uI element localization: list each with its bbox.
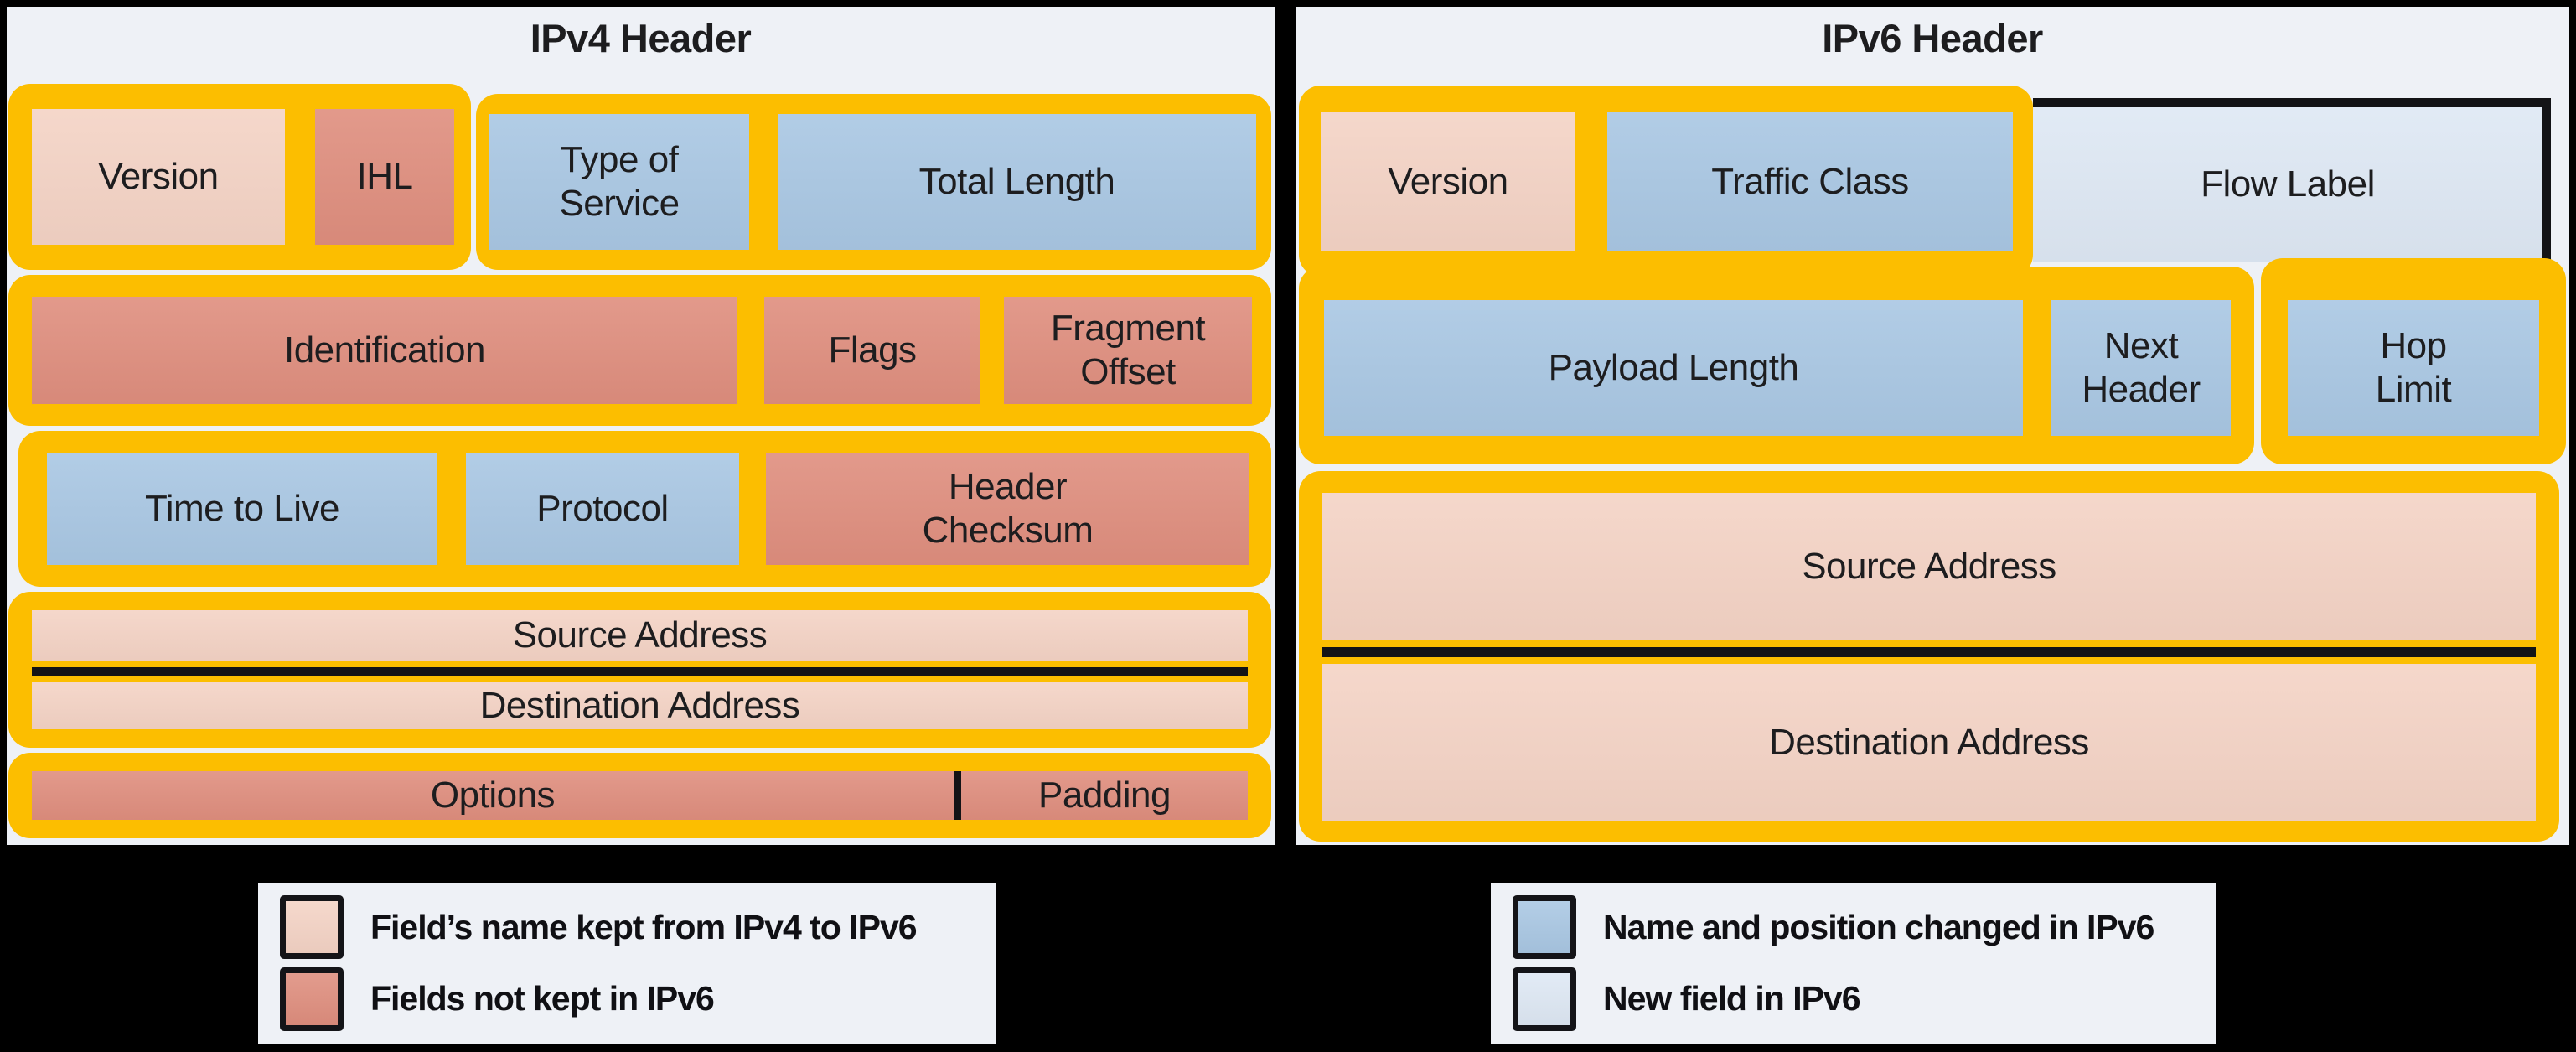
ipv4-group-identification: Identification Flags Fragment Offset bbox=[8, 275, 1271, 426]
ipv4-address-divider bbox=[32, 667, 1248, 676]
ipv4-group-ttl-protocol-checksum: Time to Live Protocol Header Checksum bbox=[18, 431, 1271, 587]
ipv4-field-type-of-service: Type of Service bbox=[489, 114, 749, 250]
ipv4-field-destination-address: Destination Address bbox=[32, 682, 1248, 729]
ipv4-panel: IPv4 Header Version IHL Type of Service … bbox=[7, 7, 1275, 845]
legend-row-kept: Field’s name kept from IPv4 to IPv6 bbox=[280, 895, 974, 960]
ipv6-group-hoplimit: Hop Limit bbox=[2261, 258, 2566, 464]
ipv4-options-padding-row: Options Padding bbox=[32, 771, 1248, 820]
ipv4-field-total-length: Total Length bbox=[778, 114, 1256, 250]
ipv6-title: IPv6 Header bbox=[1822, 16, 2043, 60]
ipv4-field-options: Options bbox=[430, 775, 556, 816]
ipv4-title: IPv4 Header bbox=[530, 16, 752, 60]
ipv4-field-source-address: Source Address bbox=[32, 610, 1248, 661]
legend-swatch-new bbox=[1513, 966, 1576, 1031]
ipv4-options-padding-divider bbox=[954, 771, 961, 820]
legend-row-new: New field in IPv6 bbox=[1513, 966, 2195, 1031]
legend-row-not-kept: Fields not kept in IPv6 bbox=[280, 966, 974, 1031]
ipv6-address-divider bbox=[1322, 647, 2536, 657]
ipv6-group-version-trafficclass: Version Traffic Class bbox=[1299, 86, 2033, 277]
ipv4-field-version: Version bbox=[32, 109, 285, 245]
legend-ipv6: Name and position changed in IPv6 New fi… bbox=[1491, 883, 2216, 1044]
ipv4-field-padding: Padding bbox=[1038, 775, 1171, 816]
legend-label-changed: Name and position changed in IPv6 bbox=[1603, 907, 2154, 946]
ipv4-group-addresses: Source Address Destination Address bbox=[8, 592, 1271, 748]
ipv6-field-hop-limit: Hop Limit bbox=[2288, 300, 2539, 436]
legend-swatch-changed bbox=[1513, 895, 1576, 960]
ipv4-field-ihl: IHL bbox=[315, 109, 454, 245]
ipv4-field-flags: Flags bbox=[764, 297, 980, 404]
ipv4-group-tos-totallength: Type of Service Total Length bbox=[476, 94, 1271, 270]
ipv6-field-destination-address: Destination Address bbox=[1322, 664, 2536, 821]
legend-ipv4: Field’s name kept from IPv4 to IPv6 Fiel… bbox=[258, 883, 996, 1044]
ipv4-field-header-checksum: Header Checksum bbox=[766, 453, 1249, 565]
ipv6-field-payload-length: Payload Length bbox=[1324, 300, 2023, 436]
ipv4-field-fragment-offset: Fragment Offset bbox=[1004, 297, 1252, 404]
ipv4-field-protocol: Protocol bbox=[466, 453, 739, 565]
legend-label-not-kept: Fields not kept in IPv6 bbox=[370, 979, 715, 1018]
ipv6-group-payload-nextheader: Payload Length Next Header bbox=[1299, 267, 2254, 464]
ipv4-group-version-ihl: Version IHL bbox=[8, 84, 471, 270]
ipv4-group-options-padding: Options Padding bbox=[8, 753, 1271, 838]
legend-swatch-not-kept bbox=[280, 966, 344, 1031]
ipv6-field-next-header: Next Header bbox=[2051, 300, 2231, 436]
ipv6-field-source-address: Source Address bbox=[1322, 493, 2536, 640]
ipv4-field-identification: Identification bbox=[32, 297, 737, 404]
ipv6-panel: IPv6 Header Version Traffic Class Flow L… bbox=[1296, 7, 2569, 845]
ipv6-field-version: Version bbox=[1321, 112, 1575, 251]
ipv4-field-time-to-live: Time to Live bbox=[47, 453, 437, 565]
legend-label-new: New field in IPv6 bbox=[1603, 979, 1861, 1018]
ipv6-field-traffic-class: Traffic Class bbox=[1607, 112, 2013, 251]
legend-swatch-kept bbox=[280, 895, 344, 960]
ipv6-group-addresses: Source Address Destination Address bbox=[1299, 471, 2559, 842]
legend-label-kept: Field’s name kept from IPv4 to IPv6 bbox=[370, 907, 918, 946]
legend-row-changed: Name and position changed in IPv6 bbox=[1513, 895, 2195, 960]
ipv6-field-flow-label: Flow Label bbox=[2033, 98, 2551, 262]
